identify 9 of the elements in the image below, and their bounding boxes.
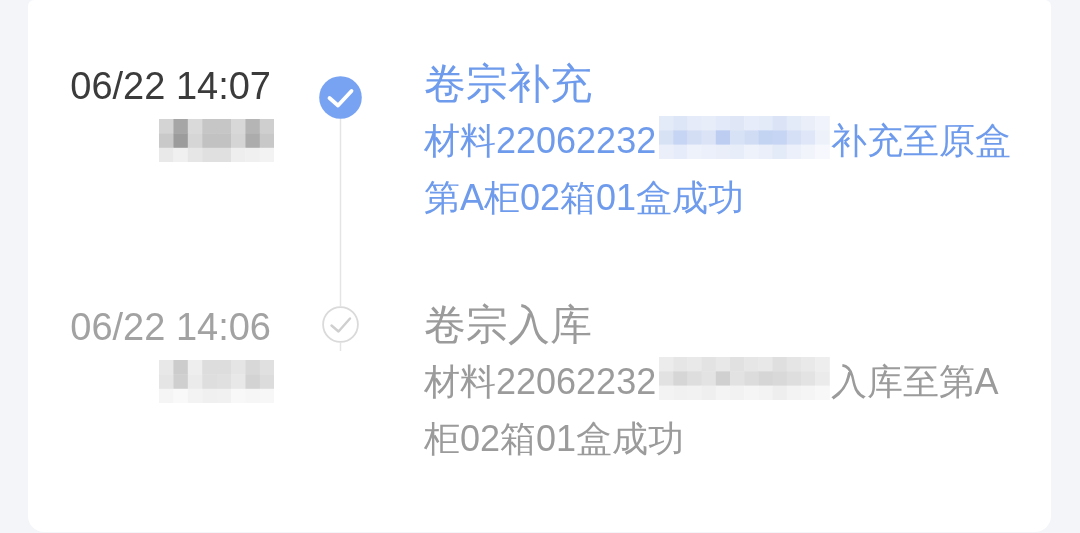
timestamp: 06/22 14:06 bbox=[69, 308, 271, 346]
check-circle-icon bbox=[322, 306, 359, 343]
event-description: 材料22062232 入库至第A柜02箱01盒成功 bbox=[424, 353, 1024, 467]
timestamp: 06/22 14:07 bbox=[69, 67, 271, 105]
card bbox=[28, 0, 1051, 532]
event-title: 卷宗入库 bbox=[424, 304, 592, 346]
event-description: 材料22062232 补充至原盒第A柜02箱01盒成功 bbox=[424, 112, 1024, 226]
event-title: 卷宗补充 bbox=[424, 63, 592, 105]
check-circle-icon bbox=[319, 75, 362, 119]
